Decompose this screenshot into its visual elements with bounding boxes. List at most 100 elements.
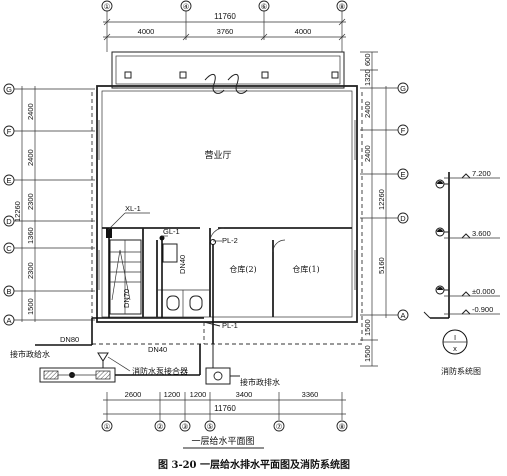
label-gl1: GL-1 bbox=[163, 227, 180, 236]
axis-bubble-6-top bbox=[258, 0, 270, 12]
axis-label-D-left: D bbox=[6, 217, 12, 226]
dim-right-1500-a: 1500 bbox=[363, 319, 372, 336]
room-label-warehouse-1: 仓库(1) bbox=[292, 264, 319, 274]
axis-bubble-5-bottom bbox=[204, 420, 216, 432]
riser-level-3600: 3.600 bbox=[472, 229, 491, 238]
dim-bottom-3400: 3400 bbox=[236, 390, 253, 399]
top-dimensions: 11760 4000 3760 4000 bbox=[103, 12, 346, 41]
drain-manhole bbox=[205, 367, 231, 385]
riser-level-0000: ±0.000 bbox=[472, 287, 495, 296]
axis-label-G-left: G bbox=[6, 85, 12, 94]
axis-label-3-bottom: ③ bbox=[182, 422, 189, 431]
axis-bubble-C-left bbox=[3, 242, 15, 254]
dim-top-4000-a: 4000 bbox=[138, 27, 155, 36]
axis-label-4-top: ④ bbox=[183, 2, 190, 11]
dim-top-3760: 3760 bbox=[217, 27, 234, 36]
interior-partitions bbox=[102, 227, 352, 317]
canopy-outline bbox=[111, 51, 345, 89]
axis-bubble-1-top bbox=[101, 0, 113, 12]
axis-bubble-7-bottom bbox=[273, 420, 285, 432]
dim-top-4000-b: 4000 bbox=[295, 27, 312, 36]
room-label-warehouse-2: 仓库(2) bbox=[229, 264, 256, 274]
figure-title: 图 3-20 一层给水排水平面图及消防系统图 bbox=[158, 458, 350, 471]
dim-right-1500-b: 1500 bbox=[363, 345, 372, 362]
left-axis: G F E D C B A 2400 2400 2300 1360 2300 1… bbox=[3, 83, 95, 326]
axis-bubble-1-bottom bbox=[101, 420, 113, 432]
label-dn40-horizontal: DN40 bbox=[148, 345, 167, 354]
axis-label-F-left: F bbox=[7, 127, 12, 136]
dim-right-600: 600 bbox=[363, 53, 372, 66]
pump-connector-symbol bbox=[97, 352, 109, 362]
axis-bubble-A-right bbox=[397, 309, 409, 321]
dim-right-2400-a: 2400 bbox=[363, 101, 372, 118]
label-city-water: 接市政给水 bbox=[10, 349, 50, 359]
riser-symbol-top: I bbox=[454, 333, 456, 342]
dim-right-1320: 1320 bbox=[363, 69, 372, 86]
dim-left-1360: 1360 bbox=[26, 227, 35, 244]
top-axis-bubbles: ① ④ ⑥ ⑧ bbox=[101, 0, 348, 52]
axis-label-7-bottom: ⑦ bbox=[276, 422, 283, 431]
dim-right-2400-b: 2400 bbox=[363, 145, 372, 162]
room-label-hall: 营业厅 bbox=[204, 149, 231, 161]
staircase bbox=[109, 239, 142, 315]
dim-left-2400-b: 2400 bbox=[26, 149, 35, 166]
axis-bubble-B-left bbox=[3, 285, 15, 297]
axis-bubble-A-left bbox=[3, 314, 15, 326]
label-city-drain: 接市政排水 bbox=[240, 377, 280, 387]
riser-level-7200: 7.200 bbox=[472, 169, 491, 178]
inner-wall bbox=[101, 90, 353, 318]
entrance-curve-right bbox=[227, 74, 248, 94]
axis-bubble-F-right bbox=[397, 124, 409, 136]
plan-title: 一层给水平面图 bbox=[191, 435, 254, 447]
axis-bubble-3-bottom bbox=[179, 420, 191, 432]
axis-bubble-4-top bbox=[180, 0, 192, 12]
axis-bubble-G-right bbox=[397, 82, 409, 94]
riser-symbol-bottom: x bbox=[453, 344, 457, 353]
fire-riser-diagram bbox=[423, 172, 500, 355]
label-dn80: DN80 bbox=[60, 335, 79, 344]
axis-bubble-E-left bbox=[3, 174, 15, 186]
axis-label-B-left: B bbox=[6, 287, 11, 296]
label-dn70-vertical: DN70 bbox=[122, 289, 131, 308]
axis-label-6-top: ⑥ bbox=[261, 2, 268, 11]
dim-left-2300-a: 2300 bbox=[26, 193, 35, 210]
axis-label-1-top: ① bbox=[104, 2, 111, 11]
label-pump-connector: 消防水泵接合器 bbox=[132, 366, 188, 376]
entrance-curve-left bbox=[204, 74, 225, 94]
axis-bubble-2-bottom bbox=[154, 420, 166, 432]
bottom-dimensions: 2600 1200 1200 3400 3360 11760 ① ② ③ ⑤ ⑦… bbox=[101, 390, 348, 432]
dim-left-2400-a: 2400 bbox=[26, 103, 35, 120]
riser-xl1 bbox=[106, 228, 112, 238]
axis-label-2-bottom: ② bbox=[157, 422, 164, 431]
dim-bottom-3360: 3360 bbox=[302, 390, 319, 399]
city-supply bbox=[35, 317, 201, 383]
axis-bubble-F-left bbox=[3, 125, 15, 137]
riser-title: 消防系统图 bbox=[441, 366, 481, 376]
dim-left-1500: 1500 bbox=[26, 298, 35, 315]
dim-right-5160: 5160 bbox=[377, 257, 386, 274]
toilet-1 bbox=[166, 295, 180, 311]
axis-bubble-D-right bbox=[397, 212, 409, 224]
axis-label-D-right: D bbox=[400, 214, 406, 223]
dim-bottom-1200-a: 1200 bbox=[164, 390, 181, 399]
axis-label-F-right: F bbox=[401, 126, 406, 135]
riser-level-minus-0900: -0.900 bbox=[472, 305, 493, 314]
axis-bubble-E-right bbox=[397, 168, 409, 180]
label-pl2: PL-2 bbox=[222, 236, 238, 245]
right-axis: G F E D A 600 1320 2400 2400 5160 1500 1… bbox=[360, 51, 409, 367]
restroom-fixtures bbox=[157, 243, 210, 317]
dim-bottom-2600: 2600 bbox=[125, 390, 142, 399]
outer-wall bbox=[96, 85, 358, 323]
axis-label-E-right: E bbox=[400, 170, 405, 179]
axis-label-G-right: G bbox=[400, 84, 406, 93]
dim-right-total: 12260 bbox=[377, 189, 386, 210]
axis-label-A-right: A bbox=[400, 311, 405, 320]
axis-label-A-left: A bbox=[6, 316, 11, 325]
dim-top-total: 11760 bbox=[214, 12, 236, 21]
axis-bubble-8-bottom bbox=[336, 420, 348, 432]
toilet-2 bbox=[189, 295, 203, 311]
axis-bubble-8-top bbox=[336, 0, 348, 12]
dim-bottom-1200-b: 1200 bbox=[190, 390, 207, 399]
axis-bubble-G-left bbox=[3, 83, 15, 95]
